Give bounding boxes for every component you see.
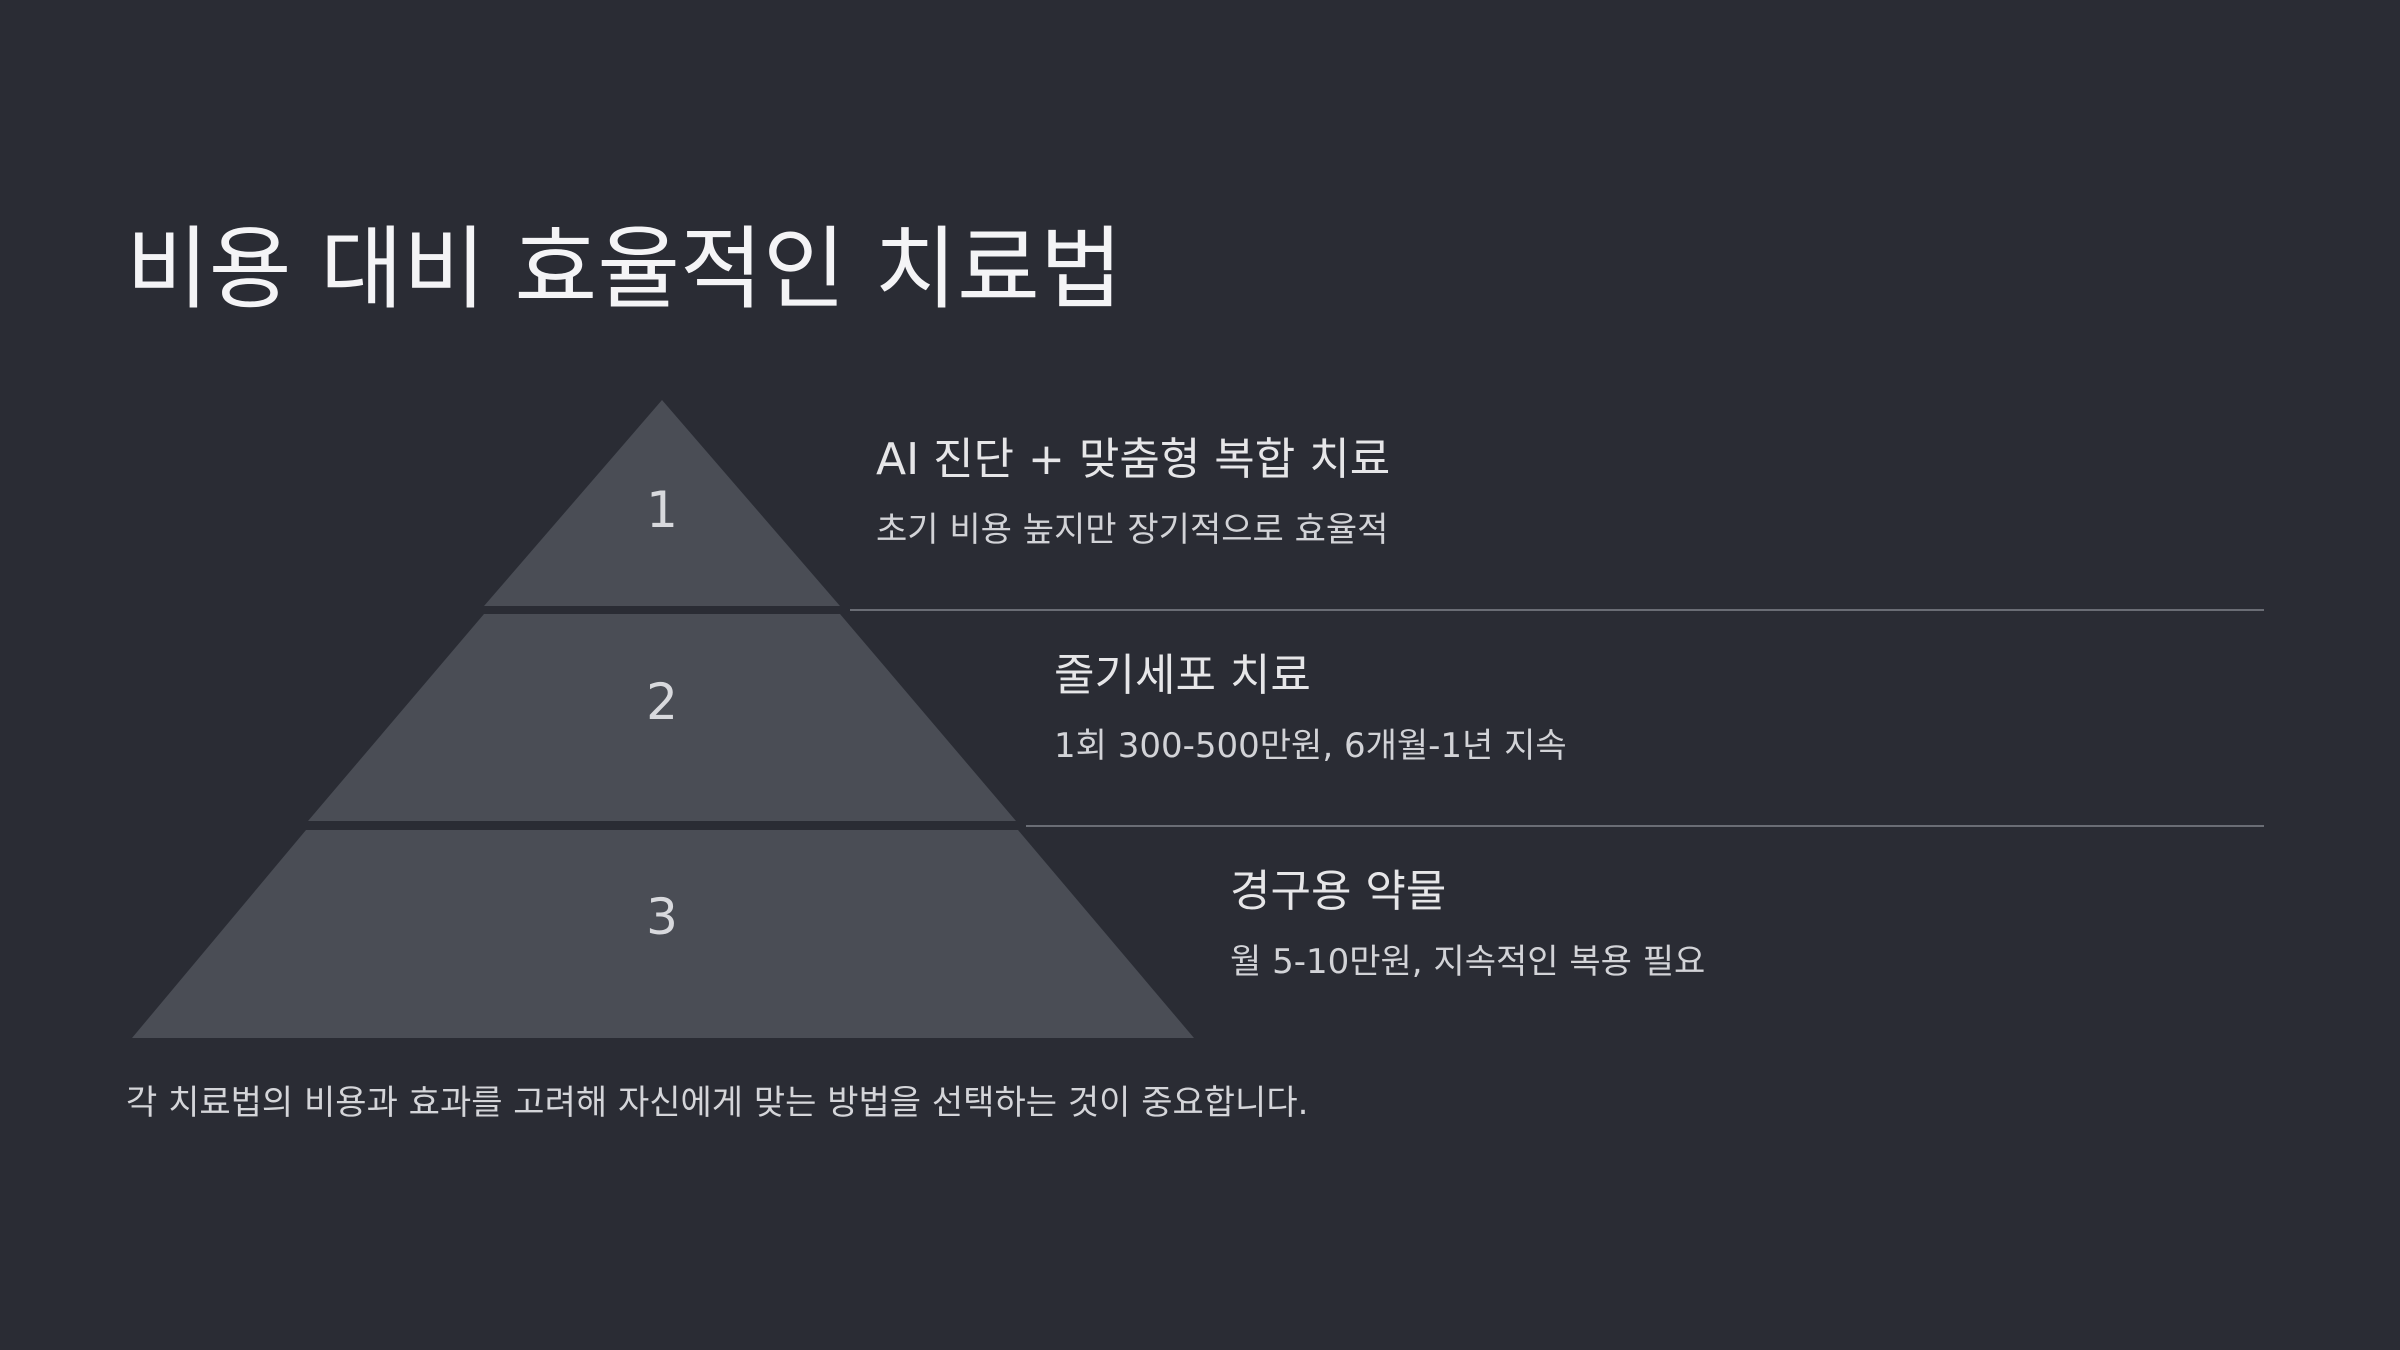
tier-3-heading: 경구용 약물 bbox=[1230, 866, 1447, 917]
tier-1-text: AI 진단 + 맞춤형 복합 치료 초기 비용 높지만 장기적으로 효율적 bbox=[876, 430, 1390, 554]
pyramid-tier-1 bbox=[484, 400, 840, 606]
pyramid-tier-3 bbox=[132, 830, 1194, 1038]
tier-2-number: 2 bbox=[646, 673, 678, 731]
tier-3-text: 경구용 약물 월 5-10만원, 지속적인 복용 필요 bbox=[1230, 862, 1705, 986]
tier-1-description: 초기 비용 높지만 장기적으로 효율적 bbox=[876, 510, 1389, 550]
tier-1-number: 1 bbox=[646, 481, 678, 539]
tier-3-number: 3 bbox=[646, 888, 678, 946]
footer-note: 각 치료법의 비용과 효과를 고려해 자신에게 맞는 방법을 선택하는 것이 중… bbox=[126, 1083, 1309, 1123]
tier-2-heading: 줄기세포 치료 bbox=[1054, 650, 1311, 701]
tier-2-text: 줄기세포 치료 1회 300-500만원, 6개월-1년 지속 bbox=[1054, 646, 1567, 770]
slide-title: 비용 대비 효율적인 치료법 bbox=[126, 217, 1123, 322]
tier-1-heading: AI 진단 + 맞춤형 복합 치료 bbox=[876, 434, 1391, 485]
tier-2-description: 1회 300-500만원, 6개월-1년 지속 bbox=[1054, 726, 1567, 766]
tier-3-description: 월 5-10만원, 지속적인 복용 필요 bbox=[1230, 942, 1706, 982]
pyramid-tier-2 bbox=[308, 614, 1016, 821]
